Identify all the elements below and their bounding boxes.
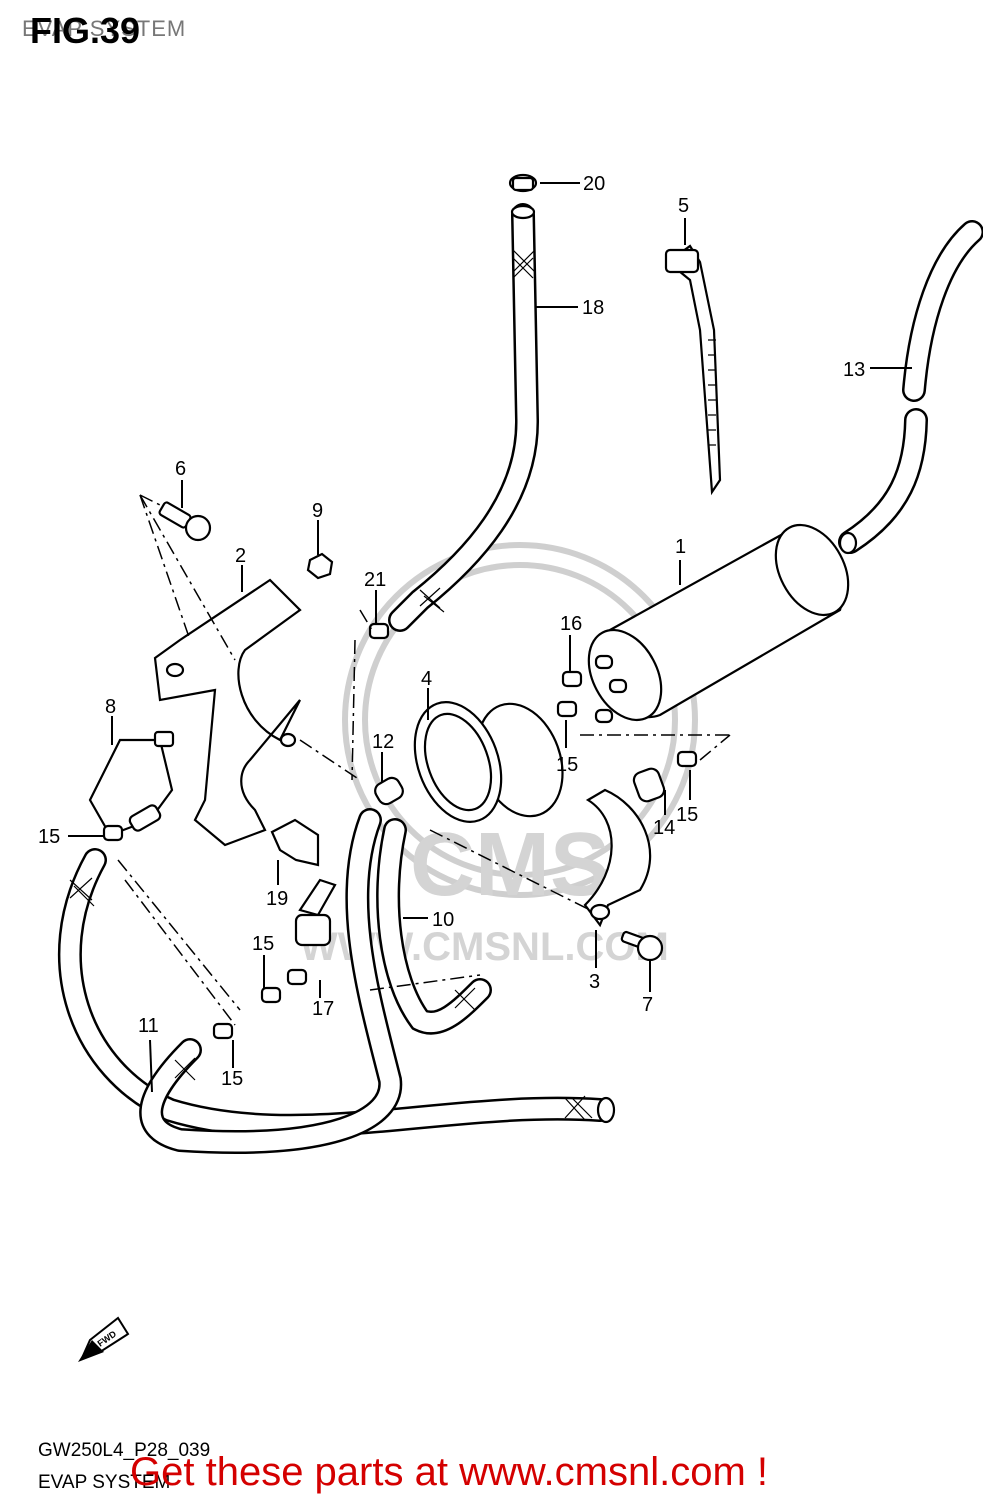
callout-labels: 1 2 3 4 5 6 7 8 9 10 11 12 13 14 15 15 1… bbox=[38, 173, 865, 1090]
callout-9: 9 bbox=[312, 500, 323, 522]
part-14-cap bbox=[632, 767, 666, 803]
callout-6: 6 bbox=[175, 458, 186, 480]
callout-15-d: 15 bbox=[252, 933, 274, 955]
callout-11: 11 bbox=[138, 1015, 159, 1037]
callout-15-e: 15 bbox=[221, 1068, 243, 1090]
part-6-bolt bbox=[158, 501, 212, 542]
part-10-hose bbox=[139, 808, 492, 1154]
callout-12: 12 bbox=[372, 731, 394, 753]
part-5-cable-tie bbox=[664, 244, 722, 496]
callout-17: 17 bbox=[312, 998, 334, 1020]
callout-21: 21 bbox=[364, 569, 386, 591]
figure-label: FIG.39 bbox=[30, 10, 141, 51]
callout-18: 18 bbox=[582, 297, 604, 319]
callout-20: 20 bbox=[583, 173, 605, 195]
part-3-band bbox=[583, 788, 652, 928]
part-12-hose-end bbox=[374, 776, 404, 806]
part-4-rubber-cushion bbox=[413, 701, 564, 823]
header-subtitle: EVAP SYSTEM bbox=[22, 16, 187, 41]
watermark-ring bbox=[342, 542, 698, 898]
callout-8: 8 bbox=[105, 696, 116, 718]
part-18-hose bbox=[388, 203, 540, 632]
watermark-brand: CMS bbox=[410, 815, 610, 915]
callout-4: 4 bbox=[421, 668, 432, 690]
callout-3: 3 bbox=[589, 971, 600, 993]
callout-15-c: 15 bbox=[676, 804, 698, 826]
part-20-clamp bbox=[508, 173, 538, 193]
callout-7: 7 bbox=[642, 994, 653, 1016]
part-19-holder bbox=[270, 818, 320, 867]
clamps bbox=[102, 622, 698, 1040]
diagram-code: GW250L4_P28_039 bbox=[38, 1440, 211, 1461]
callout-19: 19 bbox=[266, 888, 288, 910]
part-11-hose bbox=[57, 848, 616, 1138]
part-17-joint bbox=[286, 878, 337, 986]
callout-14: 14 bbox=[653, 817, 675, 839]
callout-16: 16 bbox=[560, 613, 582, 635]
part-13-hose bbox=[838, 220, 983, 555]
callout-5: 5 bbox=[678, 195, 689, 217]
callout-2: 2 bbox=[235, 545, 246, 567]
callout-13: 13 bbox=[843, 359, 865, 381]
alignment-lines bbox=[117, 494, 731, 1026]
cta-link[interactable]: Get these parts at www.cmsnl.com ! bbox=[130, 1450, 768, 1494]
leader-lines bbox=[68, 182, 912, 1093]
part-8-valve bbox=[88, 730, 175, 837]
callout-15-a: 15 bbox=[38, 826, 60, 848]
fwd-arrow-icon: FWD bbox=[78, 1316, 130, 1362]
footer-title: EVAP SYSTEM bbox=[38, 1472, 171, 1493]
part-9-nut bbox=[306, 552, 334, 580]
part-2-bracket bbox=[153, 578, 302, 847]
part-7-screw bbox=[620, 930, 664, 962]
part-1-canister bbox=[587, 523, 850, 724]
callout-15-b: 15 bbox=[556, 754, 578, 776]
callout-1: 1 bbox=[675, 536, 686, 558]
callout-10: 10 bbox=[432, 909, 454, 931]
